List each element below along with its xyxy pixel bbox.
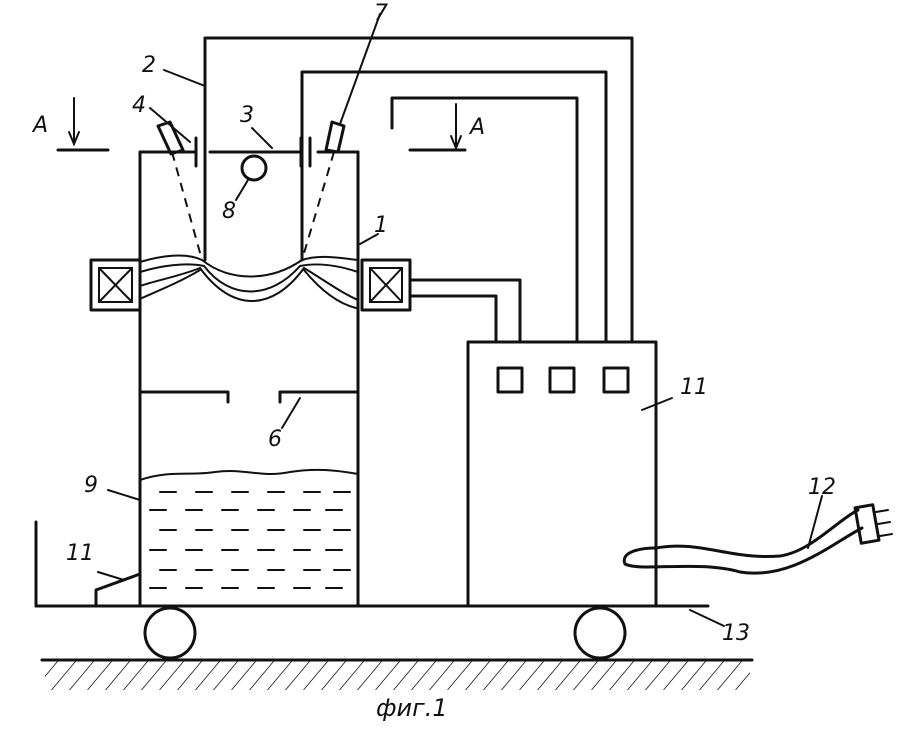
label-13: 13 bbox=[722, 621, 750, 646]
label-9: 9 bbox=[84, 473, 98, 498]
label-7: 7 bbox=[374, 1, 388, 26]
torch-right bbox=[301, 120, 346, 261]
inlet-circle bbox=[240, 154, 268, 182]
label-2: 2 bbox=[142, 53, 156, 78]
bottom-support bbox=[94, 572, 142, 608]
label-3: 3 bbox=[240, 103, 254, 128]
cabinet-indicator-3 bbox=[602, 366, 630, 394]
label-11-cabinet: 11 bbox=[680, 375, 708, 400]
section-marker-right: A bbox=[408, 103, 485, 152]
coil-left bbox=[89, 258, 142, 312]
control-cabinet bbox=[466, 340, 658, 608]
section-label-right: A bbox=[468, 115, 485, 140]
cabinet-indicator-2 bbox=[548, 366, 576, 394]
label-4: 4 bbox=[132, 93, 146, 118]
conductor-section bbox=[390, 96, 579, 344]
power-cable bbox=[622, 503, 893, 575]
ground bbox=[40, 658, 754, 690]
conductor-7 bbox=[300, 70, 608, 344]
label-6: 6 bbox=[268, 427, 282, 452]
leader-lines bbox=[97, 13, 823, 627]
section-label-left: A bbox=[31, 113, 48, 138]
coil-right bbox=[360, 258, 412, 312]
label-12: 12 bbox=[808, 475, 836, 500]
cart-platform bbox=[34, 520, 710, 660]
label-1: 1 bbox=[374, 213, 388, 238]
conductor-2 bbox=[203, 36, 634, 344]
label-8: 8 bbox=[222, 199, 236, 224]
partition-6 bbox=[138, 390, 360, 404]
coil-supply bbox=[408, 278, 522, 344]
torch-left bbox=[156, 120, 203, 261]
liquid-bath bbox=[139, 468, 359, 589]
cabinet-indicator-1 bbox=[496, 366, 524, 394]
section-marker-left: A bbox=[31, 97, 110, 152]
vessel bbox=[138, 150, 360, 608]
top-electrode-bar bbox=[194, 136, 312, 168]
melt-waves bbox=[139, 254, 359, 309]
figure-caption: фиг.1 bbox=[376, 694, 448, 722]
label-11-bottom: 11 bbox=[66, 541, 94, 566]
